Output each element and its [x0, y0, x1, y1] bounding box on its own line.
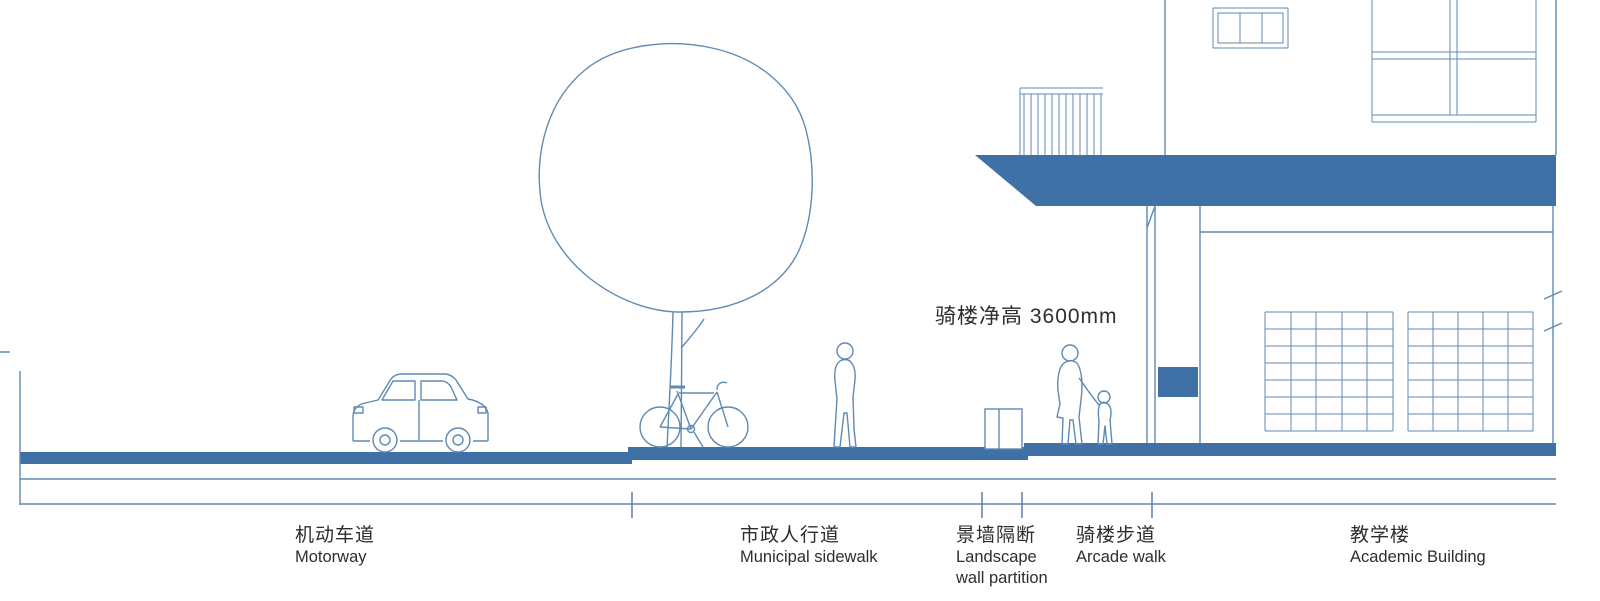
zone-label-academic-building: 教学楼 Academic Building	[1350, 524, 1486, 568]
bicycle-crank	[686, 424, 696, 434]
balcony-railing	[1019, 87, 1103, 155]
zone-label-zh: 机动车道	[295, 525, 376, 546]
car-rear-wheel	[372, 427, 398, 453]
tree-canopy	[538, 43, 813, 313]
pedestrian-body	[833, 358, 857, 448]
car-headlight	[353, 406, 364, 414]
car-drawing	[352, 373, 489, 453]
road-surface-bar	[20, 452, 632, 464]
zone-label-en: Arcade walk	[1076, 548, 1166, 566]
landscape-wall-drawing	[984, 408, 1023, 450]
zone-tick-marks	[631, 492, 1153, 518]
bicycle-frame	[659, 390, 729, 430]
woman-body	[1056, 360, 1083, 445]
arcade-beam	[975, 155, 1556, 206]
zone-label-zh: 景墙隔断	[956, 525, 1037, 546]
zone-label-en: Landscape wall partition	[956, 548, 1048, 587]
sidewalk-surface-bar	[628, 447, 1028, 460]
car-windows	[381, 380, 458, 401]
ground-substrate-lines	[20, 478, 1556, 505]
zone-label-zh: 骑楼步道	[1076, 525, 1157, 546]
small-window-frame	[1212, 7, 1289, 49]
tree-drawing	[538, 43, 813, 448]
section-left-edge	[0, 351, 21, 505]
zone-label-landscape-wall: 景墙隔断 Landscape wall partition	[956, 524, 1060, 589]
car-taillight	[477, 406, 487, 414]
small-window-inner	[1217, 12, 1284, 44]
floor-slab-band	[1199, 206, 1554, 233]
upper-wall-edges	[1164, 0, 1557, 155]
academic-building-drawing	[1019, 0, 1563, 443]
small-window-mullions	[1239, 13, 1263, 43]
zone-label-zh: 教学楼	[1350, 525, 1411, 546]
car-rear-hub	[379, 434, 391, 446]
car-body	[352, 373, 489, 441]
pedestrian-figure	[833, 342, 857, 448]
child-head	[1097, 390, 1111, 404]
landscape-wall-box	[984, 408, 1023, 450]
pedestrian-head	[836, 342, 854, 360]
child-body	[1097, 401, 1113, 445]
arcade-height-annotation: 骑楼净高 3600mm	[935, 305, 1118, 328]
zone-label-municipal-sidewalk: 市政人行道 Municipal sidewalk	[740, 524, 878, 568]
bicycle-handlebar	[716, 381, 728, 391]
bicycle-drawing	[639, 381, 749, 448]
ground-fills	[20, 443, 1556, 464]
small-window	[1212, 7, 1289, 49]
zone-label-en: Motorway	[295, 548, 367, 566]
woman-and-child-figures	[1056, 344, 1113, 445]
section-break-marks	[1543, 290, 1563, 332]
zone-label-zh: 市政人行道	[740, 525, 841, 546]
zone-label-en: Municipal sidewalk	[740, 548, 878, 566]
large-window	[1371, 0, 1537, 123]
car-front-hub	[452, 434, 464, 446]
zone-label-en: Academic Building	[1350, 548, 1486, 566]
louver-panel-right	[1407, 311, 1534, 432]
zone-label-arcade-walk: 骑楼步道 Arcade walk	[1076, 524, 1166, 568]
tree-trunk	[666, 311, 705, 448]
bicycle-front-wheel	[707, 406, 749, 448]
woman-arm	[1078, 377, 1100, 406]
woman-head	[1061, 344, 1079, 362]
car-front-wheel	[445, 427, 471, 453]
arcade-column	[1146, 205, 1156, 443]
louver-panel-left	[1264, 311, 1394, 432]
zone-label-motorway: 机动车道 Motorway	[295, 524, 375, 568]
arcade-floor-bar	[1024, 443, 1556, 456]
bicycle-rear-wheel	[639, 406, 681, 448]
bicycle-kickstand	[693, 431, 704, 448]
wall-section-cut	[1158, 367, 1198, 397]
